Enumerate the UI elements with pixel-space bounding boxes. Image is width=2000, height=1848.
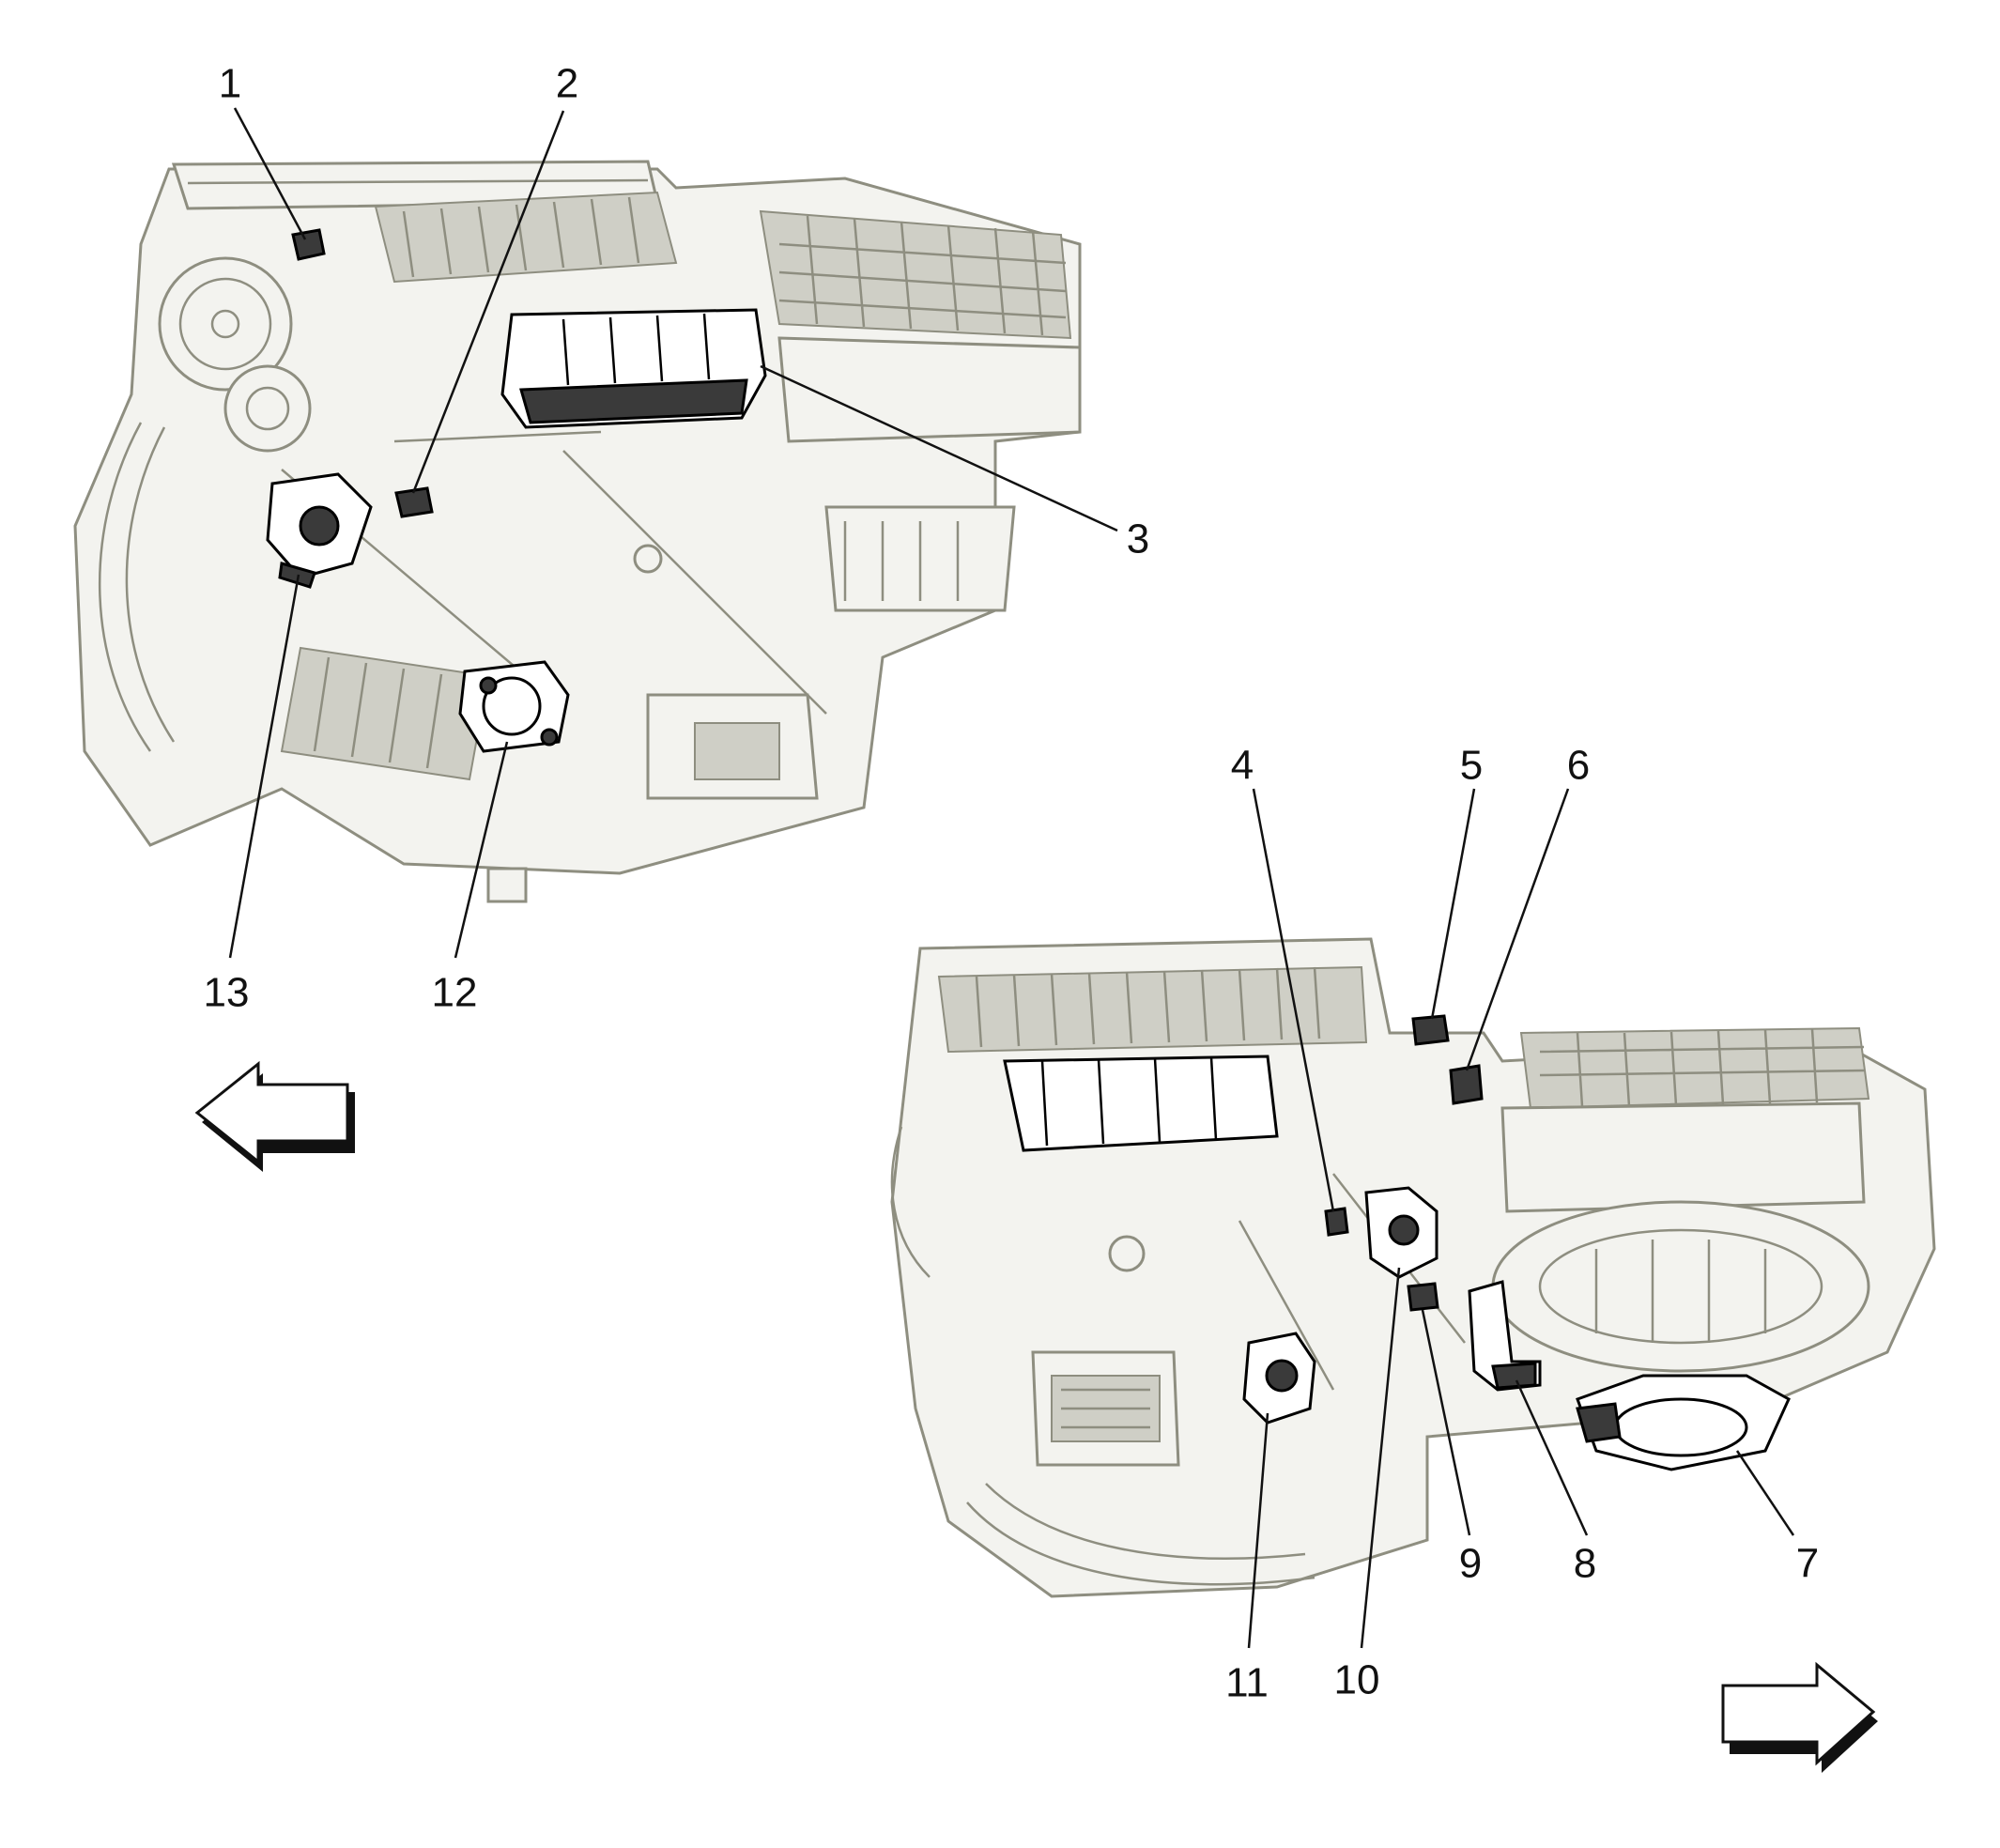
- leader-6: [1465, 788, 1570, 1071]
- part-11-actuator: [1242, 1332, 1316, 1424]
- callout-5: 5: [1460, 743, 1483, 789]
- callout-1: 1: [219, 61, 241, 107]
- part-3-control-module: [500, 308, 767, 429]
- part-7-blower-motor: [1576, 1374, 1791, 1471]
- leader-7: [1735, 1450, 1795, 1536]
- callout-2: 2: [556, 61, 578, 107]
- left-arrow-icon: [194, 1060, 355, 1172]
- callout-11: 11: [1225, 1660, 1269, 1706]
- callout-labels: 1 2 3 4 5 6 7 8 9 10 11 12 13: [204, 61, 1820, 1706]
- part-8-blower-control-module: [1468, 1280, 1542, 1392]
- part-9-sensor: [1407, 1282, 1439, 1312]
- part-5-connector: [1411, 1014, 1450, 1046]
- part-6-connector: [1449, 1064, 1484, 1105]
- callout-10: 10: [1334, 1657, 1380, 1703]
- leader-3: [760, 364, 1118, 532]
- leader-10: [1360, 1267, 1401, 1649]
- leader-8: [1515, 1379, 1589, 1536]
- part-12-actuator: [458, 660, 570, 753]
- part-1-actuator-connector: [291, 228, 326, 261]
- leader-4: [1252, 788, 1335, 1212]
- part-10-actuator: [1364, 1186, 1438, 1279]
- part-2-sensor: [394, 486, 434, 518]
- leader-5: [1430, 788, 1476, 1020]
- leader-2: [411, 110, 565, 494]
- leader-11: [1247, 1412, 1269, 1649]
- callout-12: 12: [432, 970, 478, 1016]
- part-13-actuator: [266, 472, 373, 589]
- hvac-module-upper-view: [73, 160, 1082, 903]
- leader-13: [228, 574, 300, 959]
- leader-12: [454, 741, 509, 959]
- leader-1: [233, 107, 307, 240]
- callout-9: 9: [1459, 1541, 1482, 1587]
- callout-7: 7: [1796, 1541, 1819, 1587]
- callout-3: 3: [1127, 516, 1149, 562]
- callout-8: 8: [1574, 1541, 1596, 1587]
- leader-9: [1421, 1309, 1471, 1536]
- leader-lines: [228, 107, 1795, 1649]
- right-arrow-icon: [1721, 1661, 1878, 1773]
- callout-4: 4: [1231, 743, 1254, 789]
- part-4-connector: [1324, 1207, 1349, 1237]
- callout-6: 6: [1567, 743, 1590, 789]
- callout-13: 13: [204, 970, 250, 1016]
